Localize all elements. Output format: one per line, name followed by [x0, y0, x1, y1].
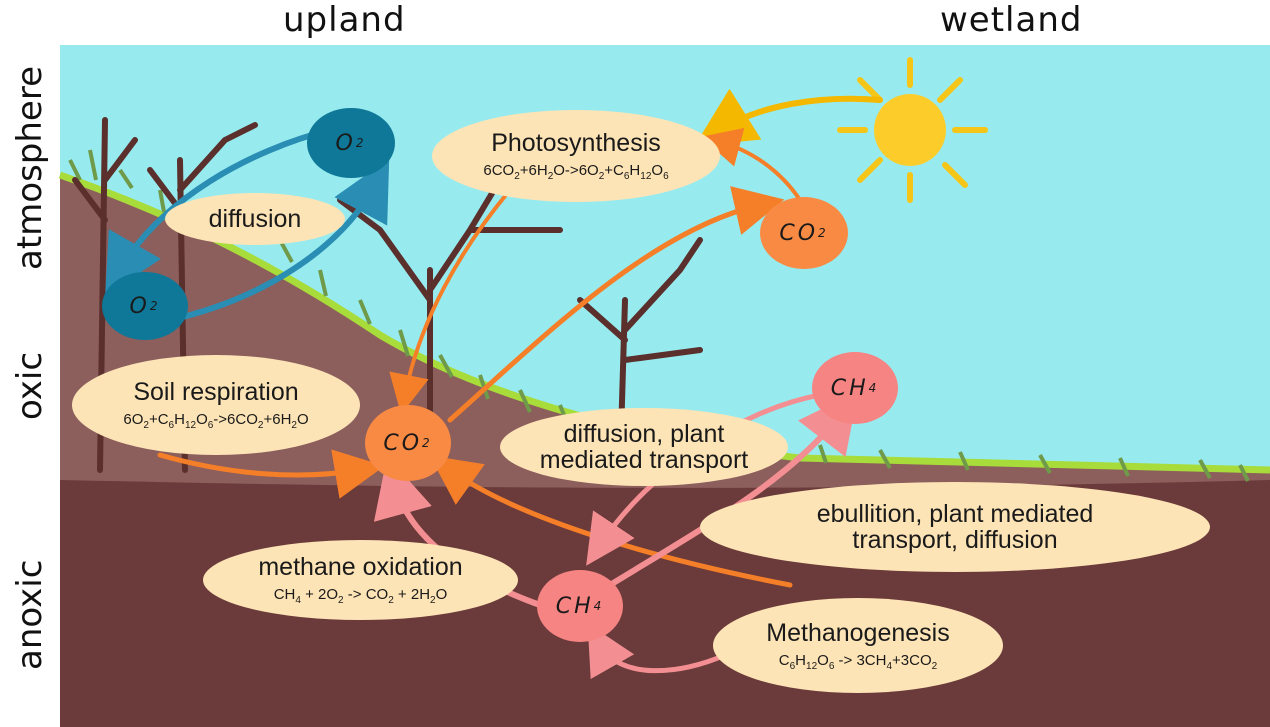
column-label-wetland: wetland — [940, 0, 1083, 40]
arrow-photo-to-co2soil — [389, 188, 512, 415]
arrow-o2-up — [167, 158, 390, 323]
diffusion-plant-line1: diffusion, plant — [563, 420, 725, 448]
photosynthesis-title: Photosynthesis — [491, 129, 661, 157]
row-label-anoxic: anoxic — [10, 559, 50, 670]
ebullition-line1: ebullition, plant mediated — [816, 500, 1094, 528]
ebullition-line2: transport, diffusion — [852, 526, 1058, 554]
photosynthesis-bubble: Photosynthesis 6CO2+6H2O->6O2+C6H12O6 — [432, 110, 720, 202]
diffusion-bubble: diffusion — [165, 193, 345, 245]
soil-respiration-bubble: Soil respiration 6O2+C6H12O6->6CO2+6H2O — [72, 355, 360, 455]
diffusion-title: diffusion — [208, 205, 302, 233]
column-label-upland: upland — [283, 0, 406, 40]
arrow-o2-down — [105, 127, 333, 297]
arrow-sun-to-photosynthesis — [694, 88, 883, 146]
methane-oxidation-bubble: methane oxidation CH4 + 2O2 -> CO2 + 2H2… — [203, 540, 518, 620]
arrow-co2soil-to-sky — [447, 186, 785, 423]
diffusion-plant-line2: mediated transport — [539, 446, 749, 474]
soil-respiration-equation: 6O2+C6H12O6->6CO2+6H2O — [123, 411, 309, 431]
methane-oxidation-title: methane oxidation — [258, 553, 463, 581]
methane-oxidation-equation: CH4 + 2O2 -> CO2 + 2H2O — [273, 586, 448, 606]
methanogenesis-equation: C6H12O6 -> 3CH4+3CO2 — [778, 651, 938, 672]
arrow-methanogenesis-to-ch4 — [587, 623, 728, 680]
row-label-oxic: oxic — [10, 351, 50, 420]
soil-respiration-title: Soil respiration — [133, 378, 299, 406]
methanogenesis-bubble: Methanogenesis C6H12O6 -> 3CH4+3CO2 — [713, 598, 1003, 693]
photosynthesis-equation: 6CO2+6H2O->6O2+C6H12O6 — [483, 162, 669, 182]
sun-icon — [837, 57, 988, 203]
row-label-atmosphere: atmosphere — [10, 66, 50, 270]
arrow-co2sky-to-photo — [700, 127, 802, 202]
diffusion-plant-transport-bubble: diffusion, plant mediated transport — [500, 408, 788, 486]
ebullition-bubble: ebullition, plant mediated transport, di… — [700, 482, 1210, 572]
arrow-resp-to-co2 — [157, 449, 385, 499]
methanogenesis-title: Methanogenesis — [766, 618, 950, 647]
